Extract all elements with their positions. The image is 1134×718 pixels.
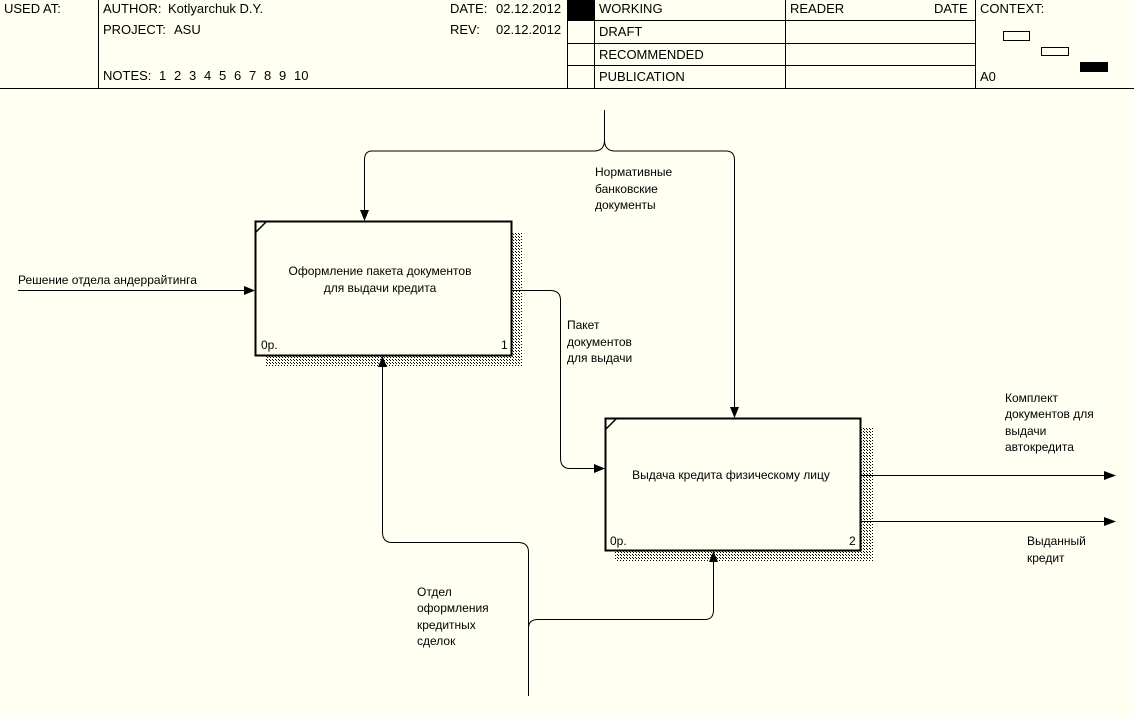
activity-2-line-1: Выдача кредита физическому лицу bbox=[632, 468, 830, 482]
activity-frame bbox=[604, 417, 862, 552]
arrow-label-line: кредитных bbox=[417, 618, 476, 632]
arrow-label-line: документы bbox=[595, 198, 656, 212]
arrowhead-up-icon bbox=[709, 551, 718, 562]
activity-frame bbox=[254, 220, 513, 357]
activity-2-cost: 0р. bbox=[610, 534, 627, 548]
label-control-documents: Нормативные банковские документы bbox=[595, 165, 673, 212]
note-number: 10 bbox=[294, 68, 308, 83]
label-input-decision: Решение отдела андеррайтинга bbox=[18, 273, 197, 287]
arrowhead-right-icon bbox=[1104, 517, 1116, 526]
arrow-label-line: для выдачи bbox=[567, 351, 632, 365]
note-number: 9 bbox=[279, 68, 286, 83]
project-label: PROJECT: bbox=[103, 22, 166, 37]
label-output-package: Комплект документов для выдачи автокреди… bbox=[1005, 391, 1094, 454]
note-number: 4 bbox=[204, 68, 211, 83]
note-number: 7 bbox=[249, 68, 256, 83]
context-thumbnail bbox=[1003, 31, 1108, 72]
box-corner-mark bbox=[255, 221, 267, 233]
activity-box-1[interactable]: Оформление пакета документов для выдачи … bbox=[254, 220, 523, 367]
status-publication: PUBLICATION bbox=[599, 69, 685, 84]
arrowhead-right-icon bbox=[1104, 471, 1116, 480]
rev-label: REV: bbox=[450, 22, 480, 37]
working-status-marker bbox=[568, 0, 594, 20]
arrow-label-line: кредит bbox=[1027, 551, 1065, 565]
arrow-label-line: Отдел bbox=[417, 585, 452, 599]
note-number: 3 bbox=[189, 68, 196, 83]
arrow-label-line: Нормативные bbox=[595, 165, 673, 179]
arrow-label-line: документов bbox=[567, 335, 632, 349]
label-output-credit: Выданный кредит bbox=[1027, 534, 1086, 565]
notes-numbers: 1 2 3 4 5 6 7 8 9 10 bbox=[159, 68, 308, 83]
status-draft: DRAFT bbox=[599, 24, 642, 39]
activity-box-2[interactable]: Выдача кредита физическому лицу 0р. 2 bbox=[604, 417, 874, 562]
arrow-label-line: Пакет bbox=[567, 318, 600, 332]
label-mechanism-department: Отдел оформления кредитных сделок bbox=[417, 585, 489, 648]
label-package-documents: Пакет документов для выдачи bbox=[567, 318, 632, 365]
arrow-label-line: оформления bbox=[417, 601, 489, 615]
control-arrow-documents-to-box-2[interactable] bbox=[604, 139, 735, 411]
arrow-label-line: Комплект bbox=[1005, 391, 1058, 405]
arrowhead-right-icon bbox=[594, 464, 605, 473]
box-corner-mark bbox=[605, 418, 617, 430]
package-arrow-box-1-to-box-2[interactable] bbox=[512, 290, 598, 469]
author-label: AUTHOR: bbox=[103, 1, 162, 16]
status-working: WORKING bbox=[599, 1, 663, 16]
arrow-label-line: банковские bbox=[595, 182, 658, 196]
note-number: 6 bbox=[234, 68, 241, 83]
mechanism-arrow-department-to-box-1[interactable] bbox=[382, 366, 529, 696]
project-value: ASU bbox=[174, 22, 201, 37]
arrow-label-line: автокредита bbox=[1005, 440, 1074, 454]
activity-1-cost: 0р. bbox=[261, 338, 278, 352]
date-label: DATE: bbox=[450, 1, 487, 16]
control-arrow-documents-to-box-1[interactable] bbox=[364, 110, 605, 214]
note-number: 2 bbox=[174, 68, 181, 83]
node-number: A0 bbox=[980, 69, 996, 84]
status-recommended: RECOMMENDED bbox=[599, 47, 704, 62]
arrow-label-line: выдачи bbox=[1005, 424, 1046, 438]
arrow-label-line: документов для bbox=[1005, 407, 1094, 421]
used-at-label: USED AT: bbox=[4, 1, 61, 16]
note-number: 1 bbox=[159, 68, 166, 83]
note-number: 5 bbox=[219, 68, 226, 83]
title-block bbox=[0, 0, 1134, 89]
arrowhead-down-icon bbox=[730, 407, 739, 418]
notes-label: NOTES: bbox=[103, 68, 151, 83]
reader-label: READER bbox=[790, 1, 844, 16]
mechanism-arrow-department-to-box-2[interactable] bbox=[528, 561, 714, 629]
arrow-label-line: Выданный bbox=[1027, 534, 1086, 548]
note-number: 8 bbox=[264, 68, 271, 83]
arrow-label-line: сделок bbox=[417, 634, 456, 648]
date-value: 02.12.2012 bbox=[496, 1, 561, 16]
arrowhead-right-icon bbox=[244, 286, 255, 295]
activity-1-line-2: для выдачи кредита bbox=[324, 281, 437, 295]
activity-1-line-1: Оформление пакета документов bbox=[289, 264, 472, 278]
author-value: Kotlyarchuk D.Y. bbox=[168, 1, 263, 16]
arrow-label-line: Решение отдела андеррайтинга bbox=[18, 273, 197, 287]
arrowheads bbox=[244, 210, 1116, 562]
context-label: CONTEXT: bbox=[980, 1, 1044, 16]
arrowhead-down-icon bbox=[360, 210, 369, 221]
rev-value: 02.12.2012 bbox=[496, 22, 561, 37]
activity-2-number: 2 bbox=[849, 534, 856, 548]
reader-date-label: DATE bbox=[934, 1, 968, 16]
arrowhead-up-icon bbox=[378, 356, 387, 367]
activity-1-number: 1 bbox=[501, 338, 508, 352]
